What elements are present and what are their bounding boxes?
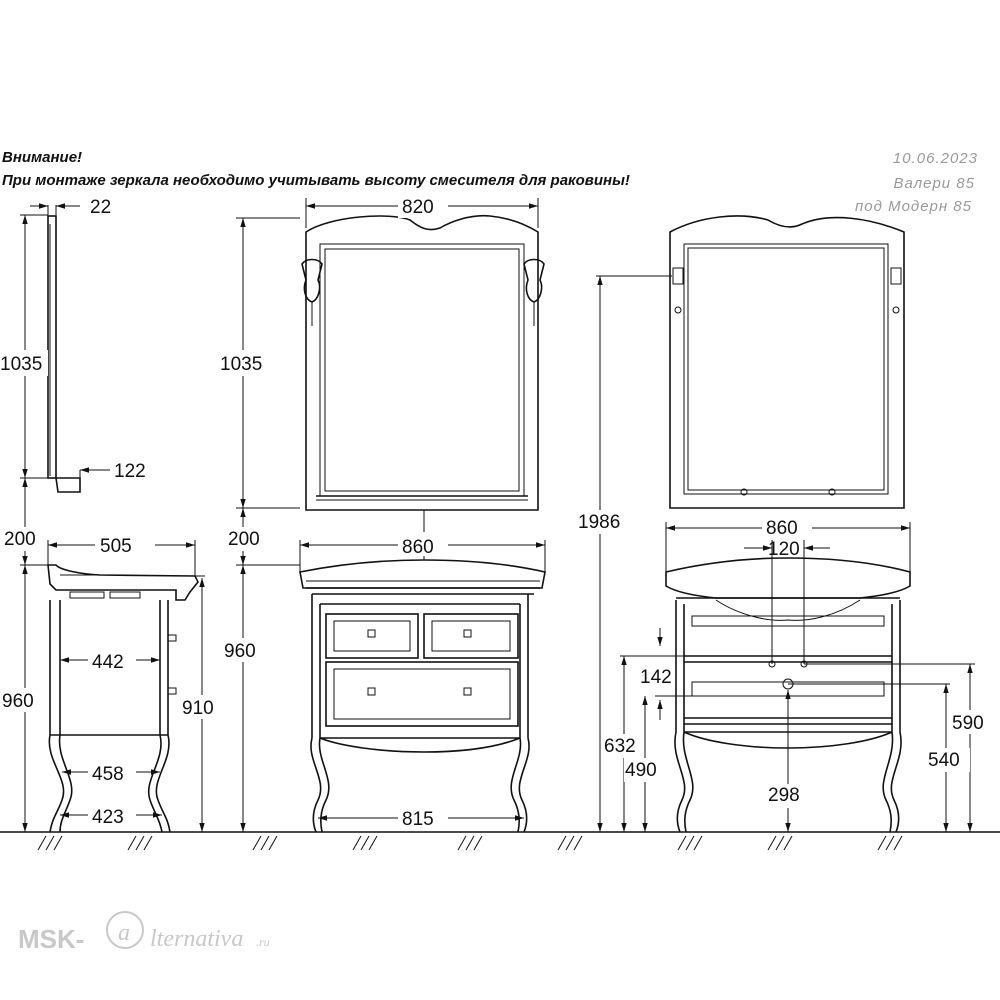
drawer-knob-icon — [367, 629, 376, 638]
back-leg-right — [890, 731, 902, 833]
sconce-left-icon — [301, 258, 323, 303]
dim-holes-spacing: 120 — [768, 539, 800, 560]
dim-height-632: 632 — [604, 736, 636, 757]
drawer-knob-icon — [463, 687, 472, 696]
side-leg-front — [48, 734, 65, 833]
dim-height-540: 540 — [928, 750, 960, 771]
dim-mirror-depth: 22 — [90, 197, 111, 218]
floor-hatch-mark — [45, 835, 55, 851]
dim-legs-width: 815 — [402, 809, 434, 830]
apron-front — [319, 737, 521, 753]
floor-hatch-mark — [135, 835, 145, 851]
floor-hatch-mark — [252, 835, 262, 851]
floor-hatch-mark — [37, 835, 47, 851]
side-view: 22 1035 122 200 505 — [0, 197, 224, 833]
floor-hatch-mark — [368, 835, 378, 851]
floor-line — [0, 831, 1000, 851]
floor-hatch-mark — [360, 835, 370, 851]
front-leg-right — [518, 737, 530, 833]
dim-cabinet-side-height: 960 — [2, 691, 34, 712]
floor-hatch-mark — [268, 835, 278, 851]
dim-cabinet-inner-depth: 442 — [92, 652, 124, 673]
drawer-top-right — [423, 613, 519, 659]
dim-cabinet-front-height: 960 — [224, 641, 256, 662]
mirror-side-profile — [47, 215, 57, 479]
drawer-bottom — [325, 661, 519, 727]
floor-hatch-mark — [457, 835, 467, 851]
dim-hole-offset: 142 — [640, 667, 672, 688]
dim-cabinet-body-height: 910 — [182, 698, 214, 719]
watermark-brand-right: lternativa — [150, 926, 243, 952]
drawer-knob-icon — [367, 687, 376, 696]
floor-hatch-mark — [465, 835, 475, 851]
dim-height-590: 590 — [952, 713, 984, 734]
floor-hatch-mark — [677, 835, 687, 851]
dim-shelf-depth: 122 — [114, 461, 146, 482]
mount-hole-icon — [828, 488, 836, 496]
dim-basin-width: 860 — [402, 537, 434, 558]
floor-hatch-mark — [885, 835, 895, 851]
floor-hatch-mark — [877, 835, 887, 851]
mirror-frame-front — [305, 214, 539, 511]
drawer-top-left — [325, 613, 419, 659]
basin-back — [665, 557, 911, 599]
sconce-right-icon — [523, 258, 545, 303]
dim-mirror-side-height: 1035 — [0, 354, 42, 375]
side-leg-back — [155, 734, 171, 833]
pipe-hole-icon — [768, 660, 776, 668]
floor-hatch-mark — [473, 835, 483, 851]
mount-hole-icon — [892, 306, 900, 314]
floor-hatch-mark — [260, 835, 270, 851]
mount-hole-icon — [674, 306, 682, 314]
floor-hatch-mark — [565, 835, 575, 851]
watermark-brand-left: MSK- — [18, 924, 84, 954]
floor-hatch-mark — [53, 835, 63, 851]
floor-hatch-mark — [767, 835, 777, 851]
model-name: Валери 85 — [893, 175, 975, 192]
floor-hatch-mark — [775, 835, 785, 851]
floor-hatch-mark — [783, 835, 793, 851]
mount-hole-icon — [740, 488, 748, 496]
dim-leg-span-lower: 423 — [92, 807, 124, 828]
dim-leg-span-upper: 458 — [92, 764, 124, 785]
warning-text: При монтаже зеркала необходимо учитывать… — [2, 172, 630, 189]
mirror-back — [669, 215, 905, 509]
front-view: 820 1035 200 860 — [218, 194, 546, 833]
floor-hatch-mark — [557, 835, 567, 851]
dim-center-298: 298 — [768, 785, 800, 806]
back-leg-left — [674, 731, 686, 833]
dim-total-height: 1986 — [578, 512, 620, 533]
back-view: 1986 860 120 — [576, 215, 1000, 833]
dim-back-width: 860 — [766, 518, 798, 539]
watermark-brand-tld: .ru — [256, 935, 270, 949]
sub-model-name: под Модерн 85 — [855, 198, 972, 215]
front-leg-left — [310, 737, 322, 833]
svg-text:a: a — [118, 920, 130, 946]
dim-height-490: 490 — [625, 760, 657, 781]
floor-hatch-mark — [693, 835, 703, 851]
floor-hatch-mark — [127, 835, 137, 851]
dim-cabinet-depth: 505 — [100, 536, 132, 557]
dim-gap-side: 200 — [4, 529, 36, 550]
basin-front — [299, 559, 546, 589]
dim-gap-front: 200 — [228, 529, 260, 550]
watermark-at-icon — [106, 911, 144, 949]
dim-mirror-front-height: 1035 — [220, 354, 262, 375]
floor-hatch-mark — [352, 835, 362, 851]
floor-hatch-mark — [573, 835, 583, 851]
mirror-shelf-profile — [55, 477, 81, 493]
floor-hatch-mark — [685, 835, 695, 851]
watermark-logo: MSK- a lternativa .ru — [18, 911, 270, 954]
floor-hatch-mark — [143, 835, 153, 851]
floor-hatch-mark — [893, 835, 903, 851]
warning-title: Внимание! — [2, 149, 82, 166]
drawer-knob-icon — [463, 629, 472, 638]
drawing-date: 10.06.2023 — [893, 150, 978, 167]
dim-mirror-width: 820 — [402, 197, 434, 218]
